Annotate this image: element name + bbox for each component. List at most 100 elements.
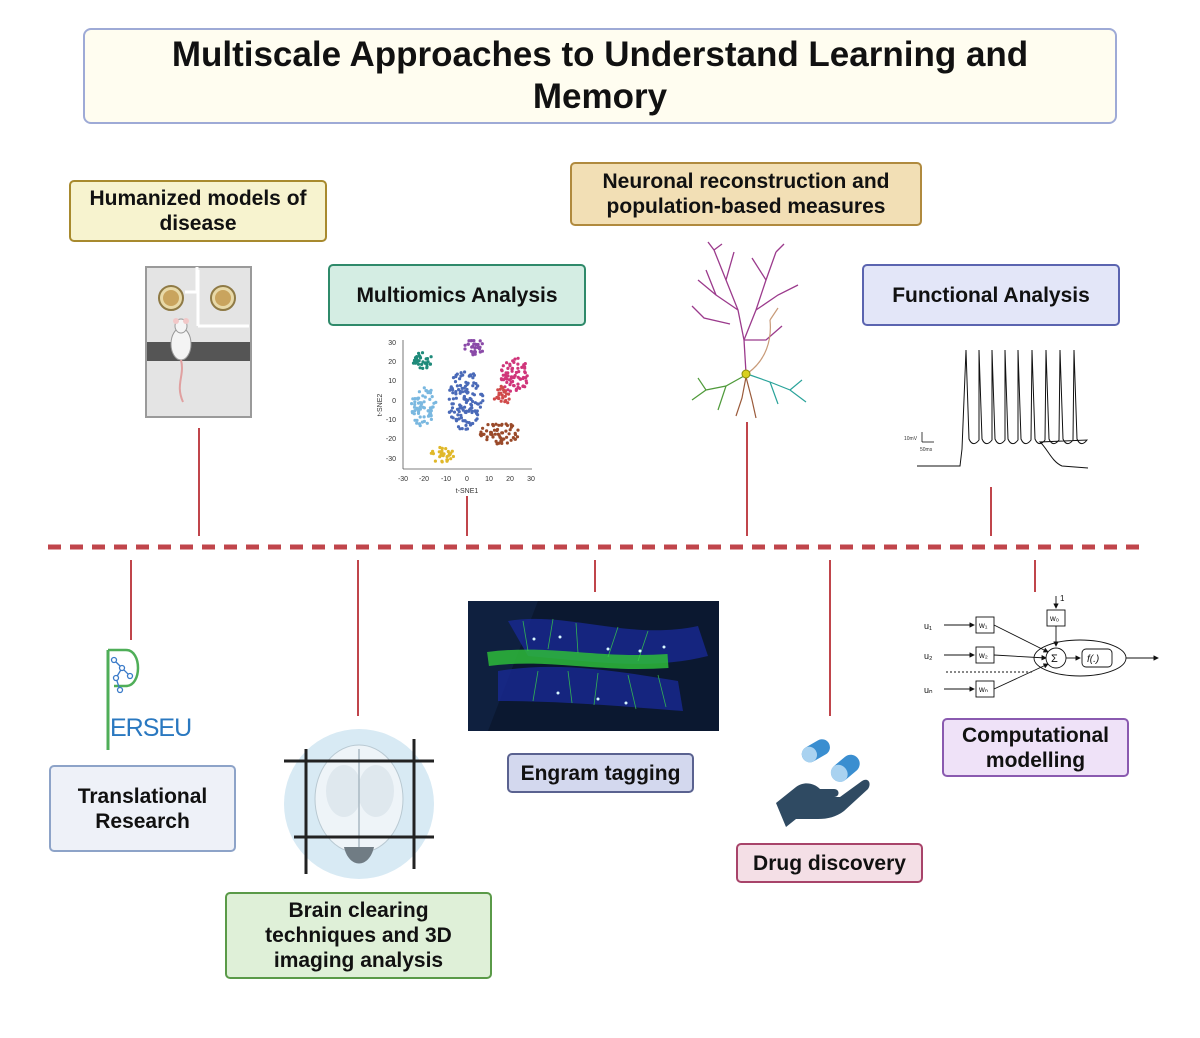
tsne-point bbox=[450, 449, 454, 453]
tsne-point bbox=[489, 432, 493, 436]
tsne-point bbox=[474, 418, 478, 422]
tsne-point bbox=[438, 445, 442, 450]
tsne-point bbox=[505, 435, 509, 439]
tsne-point bbox=[491, 435, 495, 439]
perseus-logo: ERSEUS bbox=[106, 648, 192, 750]
tsne-point bbox=[455, 407, 460, 411]
tsne-point bbox=[486, 423, 490, 427]
tsne-point bbox=[502, 389, 506, 393]
tsne-point bbox=[416, 396, 420, 400]
tsne-point bbox=[422, 400, 426, 404]
tsne-xtick: 20 bbox=[506, 476, 514, 483]
tsne-point bbox=[428, 397, 432, 401]
tsne-point bbox=[460, 390, 465, 394]
tsne-point bbox=[507, 397, 511, 401]
tsne-point bbox=[412, 405, 417, 409]
tsne-point bbox=[465, 427, 470, 431]
tsne-point bbox=[481, 399, 485, 403]
tsne-point bbox=[496, 388, 500, 392]
tsne-point bbox=[422, 406, 426, 410]
tsne-point bbox=[420, 351, 425, 355]
tsne-point bbox=[500, 431, 505, 435]
tsne-xtick: 30 bbox=[527, 476, 535, 483]
tsne-point bbox=[422, 386, 426, 390]
tsne-point bbox=[505, 441, 509, 445]
tsne-point bbox=[523, 370, 527, 374]
multiomics-analysis-label: Multiomics Analysis bbox=[328, 264, 586, 326]
tsne-xtick: 0 bbox=[465, 476, 469, 483]
tsne-ytick: 10 bbox=[388, 378, 396, 385]
tsne-point bbox=[431, 449, 435, 453]
tsne-point bbox=[429, 413, 433, 417]
tsne-point bbox=[506, 401, 510, 405]
tsne-point bbox=[518, 377, 523, 381]
tsne-point bbox=[451, 397, 455, 401]
tsne-point bbox=[507, 432, 511, 436]
perceptron-bias-weight: w₀ bbox=[1049, 614, 1059, 623]
tsne-point bbox=[447, 410, 451, 414]
tsne-point bbox=[485, 429, 489, 433]
tsne-point bbox=[476, 384, 480, 388]
tsne-ytick: -30 bbox=[386, 456, 396, 463]
tsne-point bbox=[521, 384, 525, 388]
tsne-xtick: -20 bbox=[419, 476, 429, 483]
tsne-point bbox=[475, 409, 479, 413]
tsne-point bbox=[506, 371, 510, 375]
tsne-point bbox=[497, 441, 501, 445]
tsne-point bbox=[422, 419, 426, 423]
tsne-point bbox=[450, 386, 454, 391]
tsne-point bbox=[508, 389, 512, 393]
tsne-point bbox=[516, 428, 520, 432]
tsne-point bbox=[469, 407, 473, 411]
tsne-point bbox=[455, 372, 459, 376]
tsne-point bbox=[451, 376, 456, 380]
tsne-point bbox=[450, 402, 454, 406]
tsne-point bbox=[479, 434, 483, 438]
tsne-point bbox=[440, 446, 444, 450]
engram-tagging-label: Engram tagging bbox=[507, 753, 694, 793]
tsne-point bbox=[469, 422, 473, 426]
perceptron-function: f(.) bbox=[1087, 654, 1099, 665]
tsne-point bbox=[463, 419, 467, 423]
connector-engram bbox=[594, 560, 596, 592]
hippocampus-image bbox=[468, 601, 719, 731]
timeline-divider bbox=[48, 544, 1140, 550]
tsne-point bbox=[470, 345, 474, 349]
tsne-point bbox=[465, 391, 469, 395]
tsne-point bbox=[508, 364, 512, 368]
tsne-point bbox=[416, 362, 421, 366]
tsne-point bbox=[429, 355, 433, 359]
tsne-point bbox=[500, 393, 504, 397]
brain-clearing-label: Brain clearing techniques and 3D imaging… bbox=[225, 892, 492, 979]
tsne-point bbox=[499, 399, 503, 403]
tsne-point bbox=[508, 428, 512, 432]
tsne-point bbox=[470, 339, 474, 343]
tsne-point bbox=[499, 384, 503, 388]
tsne-point bbox=[449, 457, 453, 461]
tsne-point bbox=[509, 425, 513, 429]
tsne-point bbox=[421, 394, 425, 398]
tsne-point bbox=[420, 362, 424, 366]
tsne-xtick: -10 bbox=[441, 476, 451, 483]
tsne-point bbox=[418, 366, 422, 370]
tsne-point bbox=[500, 422, 504, 426]
tsne-point bbox=[503, 394, 507, 398]
tsne-point bbox=[413, 402, 417, 407]
tsne-point bbox=[456, 425, 461, 429]
tsne-point bbox=[476, 413, 480, 417]
tsne-point bbox=[506, 388, 510, 392]
tsne-point bbox=[509, 423, 513, 427]
tsne-point bbox=[451, 391, 455, 395]
perceptron-weight: w₁ bbox=[978, 621, 988, 630]
tsne-point bbox=[473, 352, 477, 356]
tsne-point bbox=[481, 394, 485, 398]
tsne-point bbox=[418, 415, 422, 419]
tsne-point bbox=[414, 360, 418, 364]
tsne-point bbox=[498, 435, 502, 439]
perceptron-input: u₁ bbox=[924, 621, 932, 631]
tsne-point bbox=[441, 454, 445, 458]
tsne-point bbox=[504, 429, 508, 433]
connector-humanized bbox=[198, 428, 200, 536]
connector-computational bbox=[1034, 560, 1036, 592]
tsne-point bbox=[447, 397, 451, 401]
